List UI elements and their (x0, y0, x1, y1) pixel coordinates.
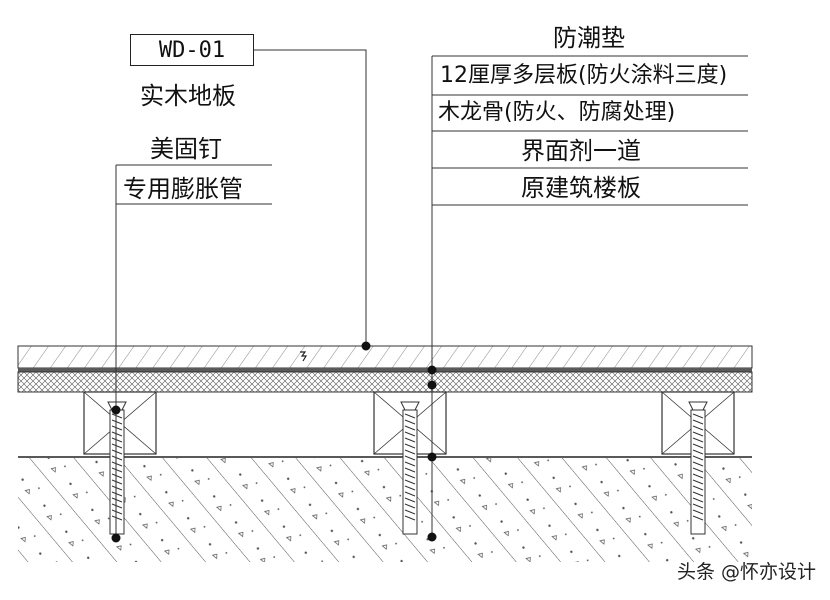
label-nail: 美固钉 (150, 135, 222, 163)
moisture-pad-dot (427, 365, 437, 375)
watermark: 头条 @怀亦设计 (676, 561, 816, 583)
material-code-box: WD-01 (130, 34, 254, 66)
plywood-dot (427, 380, 437, 390)
leader-dots (111, 341, 437, 543)
anchor-dot (111, 533, 121, 543)
plywood-layer (17, 371, 753, 393)
wood-floor-dot (361, 341, 371, 351)
label-keel: 木龙骨(防火、防腐处理) (438, 100, 676, 125)
label-plywood: 12厘厚多层板(防火涂料三度) (440, 63, 728, 88)
slab-layer (18, 458, 752, 562)
joint-mark (300, 351, 308, 362)
label-wood-floor: 实木地板 (140, 82, 236, 110)
screw-with-anchor (688, 401, 708, 535)
interface-agent-dot (427, 452, 437, 462)
screws (107, 401, 708, 535)
wood-floor-layer (17, 345, 753, 369)
label-interface-agent: 界面剂一道 (521, 137, 641, 165)
label-anchor: 专用膨胀管 (123, 175, 243, 203)
screw-with-anchor (400, 401, 420, 535)
material-code: WD-01 (158, 37, 226, 63)
moisture-pad-layer (18, 368, 752, 372)
leader-lines (115, 49, 748, 538)
label-moisture-pad: 防潮垫 (553, 24, 625, 52)
label-slab: 原建筑楼板 (521, 174, 641, 202)
nail-dot (111, 405, 121, 415)
screw-with-anchor (107, 401, 127, 535)
slab-dot (427, 532, 437, 542)
